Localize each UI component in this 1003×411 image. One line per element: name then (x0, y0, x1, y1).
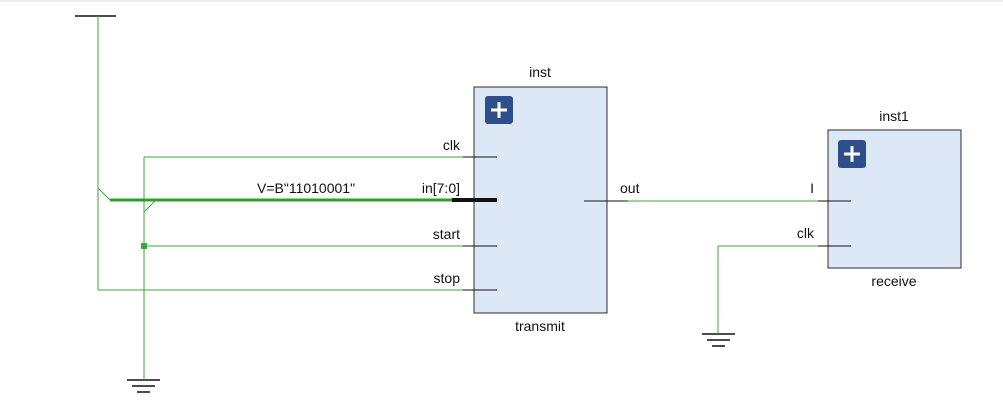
block-receive[interactable]: inst1 receive I clk (797, 108, 962, 289)
port-label-receive-clk: clk (797, 225, 815, 241)
receive-module-name: receive (871, 273, 916, 289)
port-label-clk: clk (443, 137, 461, 153)
plus-icon[interactable] (838, 140, 866, 168)
transmit-instance-name: inst (529, 64, 551, 80)
ground-symbol-left (127, 157, 160, 393)
port-label-in: in[7:0] (422, 180, 460, 196)
nets (97, 156, 818, 291)
port-label-stop: stop (434, 270, 461, 286)
port-label-out: out (620, 180, 640, 196)
plus-icon[interactable] (485, 96, 513, 124)
constant-value-label: V=B"11010001" (257, 180, 355, 196)
ground-symbol-right (702, 246, 735, 347)
port-label-i: I (810, 180, 814, 196)
transmit-module-name: transmit (515, 318, 565, 334)
block-transmit[interactable]: inst transmit clk in[7:0] start stop out (422, 64, 640, 334)
bus-tap-vcc (97, 187, 111, 201)
net-junction (141, 243, 147, 249)
bus-tap-gnd (143, 199, 157, 213)
vcc-supply-symbol (75, 15, 116, 290)
port-label-start: start (433, 226, 460, 242)
receive-instance-name: inst1 (879, 108, 909, 124)
